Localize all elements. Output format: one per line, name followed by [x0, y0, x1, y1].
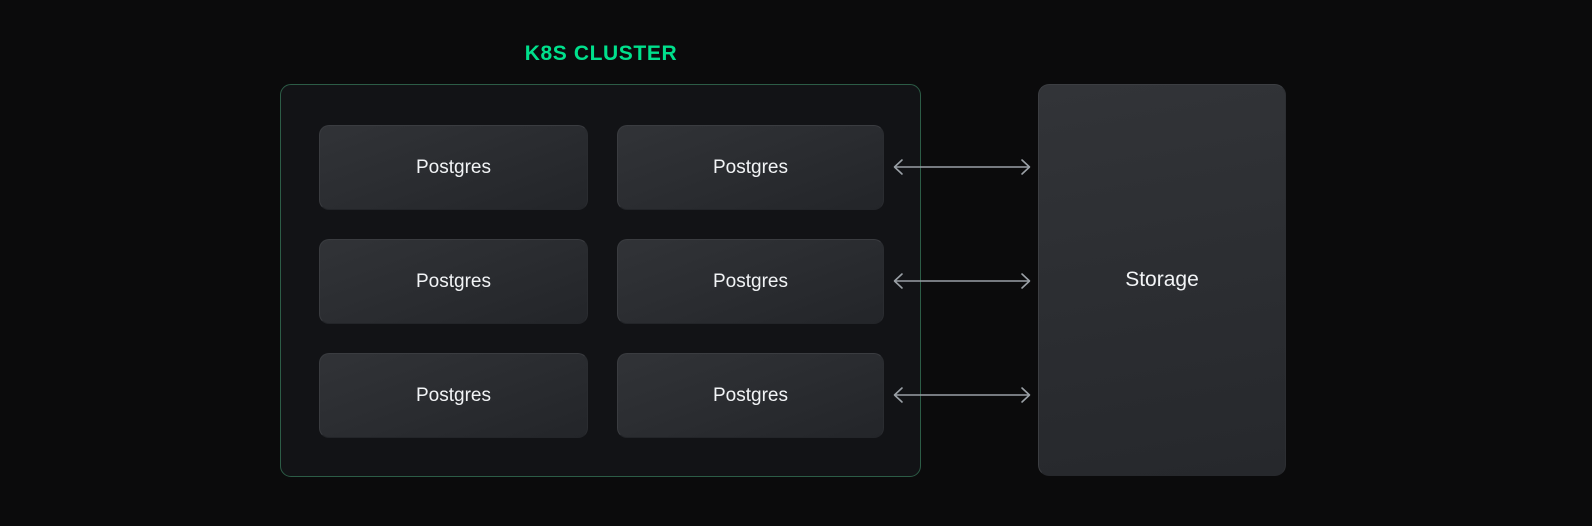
- bidirectional-arrow-icon: [890, 268, 1034, 294]
- postgres-node-label: Postgres: [713, 270, 788, 292]
- bidirectional-arrow-icon: [890, 154, 1034, 180]
- postgres-node-label: Postgres: [416, 384, 491, 406]
- storage-label: Storage: [1125, 268, 1199, 291]
- postgres-node[interactable]: Postgres: [617, 239, 884, 324]
- postgres-node-label: Postgres: [416, 156, 491, 178]
- postgres-node[interactable]: Postgres: [319, 125, 588, 210]
- postgres-node-label: Postgres: [713, 384, 788, 406]
- cluster-title: K8S CLUSTER: [524, 42, 678, 65]
- postgres-node[interactable]: Postgres: [319, 239, 588, 324]
- storage-box[interactable]: Storage: [1038, 84, 1286, 476]
- postgres-node-label: Postgres: [713, 156, 788, 178]
- postgres-node[interactable]: Postgres: [319, 353, 588, 438]
- postgres-node[interactable]: Postgres: [617, 353, 884, 438]
- postgres-node[interactable]: Postgres: [617, 125, 884, 210]
- bidirectional-arrow-icon: [890, 382, 1034, 408]
- postgres-node-label: Postgres: [416, 270, 491, 292]
